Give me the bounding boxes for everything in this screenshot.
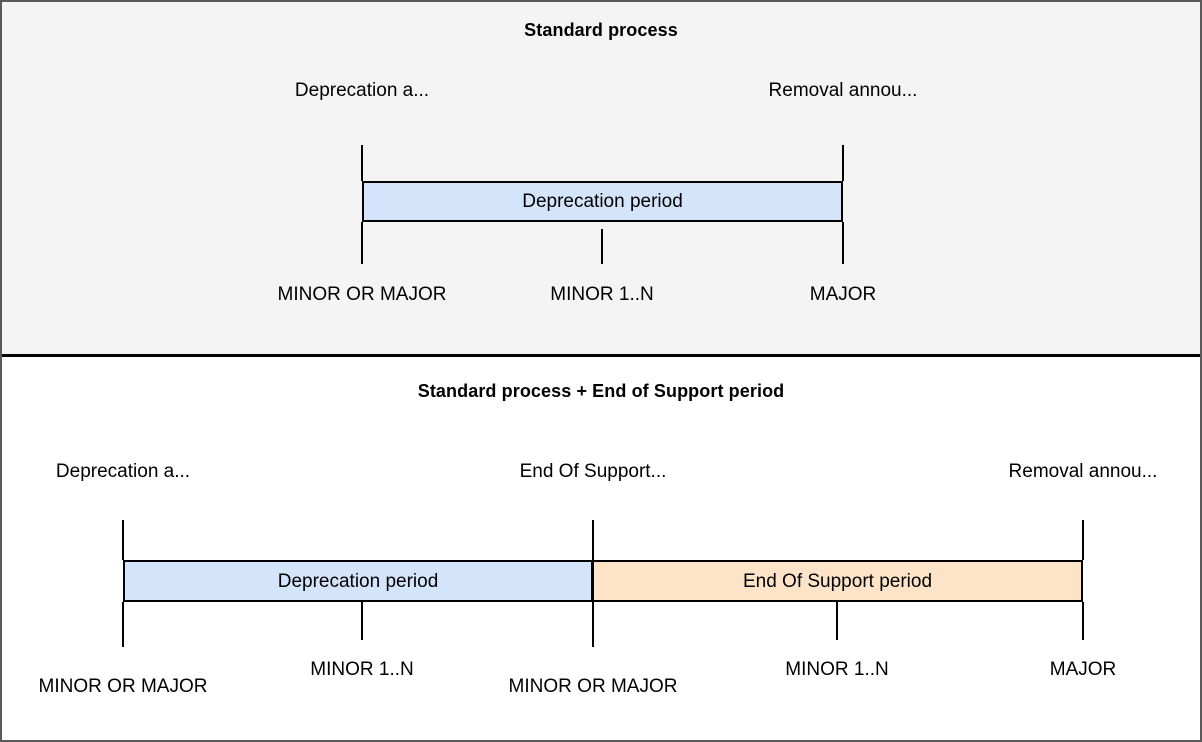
tick-label-major: MAJOR [1049,659,1117,680]
tick-label-minor-or-major-1: MINOR OR MAJOR [38,676,208,697]
bar-label-end-of-support-period: End Of Support period [742,570,933,592]
tick-label-minor-or-major: MINOR OR MAJOR [277,284,447,305]
bar-label-deprecation-period: Deprecation period [522,191,683,212]
tick-line-major-lower [842,222,844,264]
timeline-standard-process-plus-eos: Deprecation a... End Of Support... Remov… [2,357,1200,740]
tick-line-minor-1-n-lower [601,229,603,264]
tick-line-end-upper [842,145,844,181]
tick-label-minor-1-n-2: MINOR 1..N [785,659,889,680]
bar-end-of-support-period: End Of Support period [593,560,1083,602]
event-label-removal-announced: Removal annou... [1008,461,1158,482]
event-label-end-of-support: End Of Support... [519,461,667,482]
tick-line-end-upper [1082,520,1084,560]
tick-line-major-lower [1082,602,1084,640]
bar-deprecation-period: Deprecation period [362,181,843,222]
tick-label-minor-1-n: MINOR 1..N [550,284,654,305]
timeline-standard-process: Deprecation a... Removal annou... Deprec… [2,2,1200,354]
event-label-removal-announced: Removal annou... [768,80,918,101]
tick-label-minor-or-major-2: MINOR OR MAJOR [508,676,678,697]
panel-title-standard-process-plus-eos: Standard process + End of Support period [417,381,785,401]
panel-title-standard-process: Standard process [524,20,678,40]
bar-label-deprecation-period: Deprecation period [277,570,439,592]
panel-standard-process-plus-end-of-support: Standard process + End of Support period… [2,357,1200,740]
bar-deprecation-period: Deprecation period [123,560,593,602]
tick-line-middle-upper [592,520,594,560]
tick-line-minor-1-n-1-lower [361,602,363,640]
tick-line-minor-or-major-2-lower [592,602,594,647]
tick-label-major: MAJOR [809,284,877,305]
tick-line-start-upper [122,520,124,560]
event-label-deprecation-announced: Deprecation a... [55,461,191,482]
tick-line-start-upper [361,145,363,181]
tick-line-minor-1-n-2-lower [836,602,838,640]
event-label-deprecation-announced: Deprecation a... [294,80,430,101]
panel-standard-process: Standard process Deprecation a... Remova… [2,2,1200,357]
tick-label-minor-1-n-1: MINOR 1..N [310,659,414,680]
tick-line-minor-or-major-1-lower [122,602,124,647]
tick-line-minor-or-major-lower [361,222,363,264]
